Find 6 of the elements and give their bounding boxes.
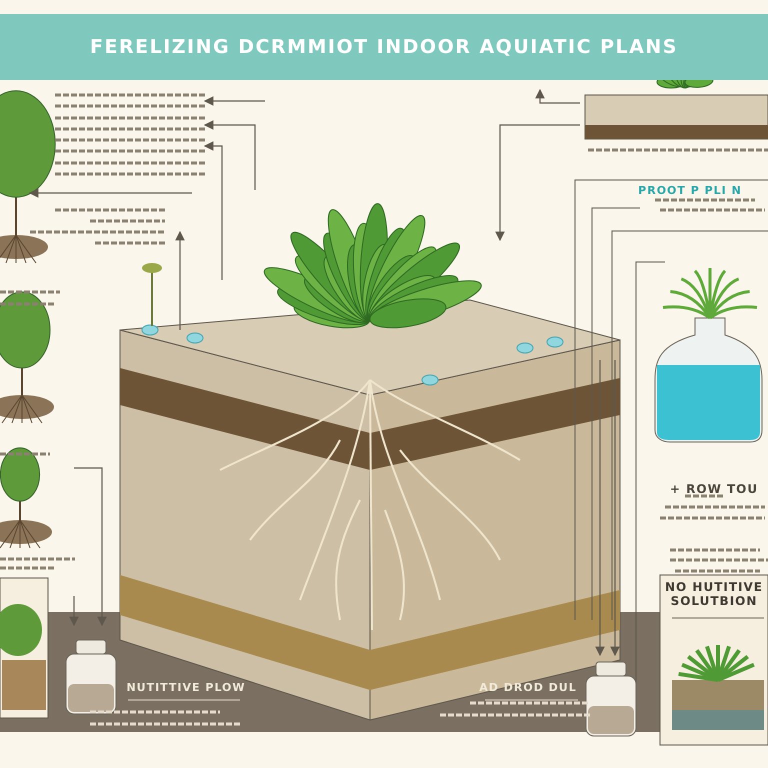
- section-heading: AD DROD DUL: [478, 681, 578, 694]
- section-heading: + ROW TOU: [668, 482, 760, 496]
- section-heading: PROOT P PLI N: [637, 184, 743, 197]
- section-heading: NUTITTIVE PLOW: [126, 681, 246, 694]
- title-banner: FERELIZING DCRMMIOT INDOOR AQUIATIC PLANS: [0, 14, 768, 80]
- panel-heading: NO HUTITIVE SOLUTBION: [664, 580, 764, 608]
